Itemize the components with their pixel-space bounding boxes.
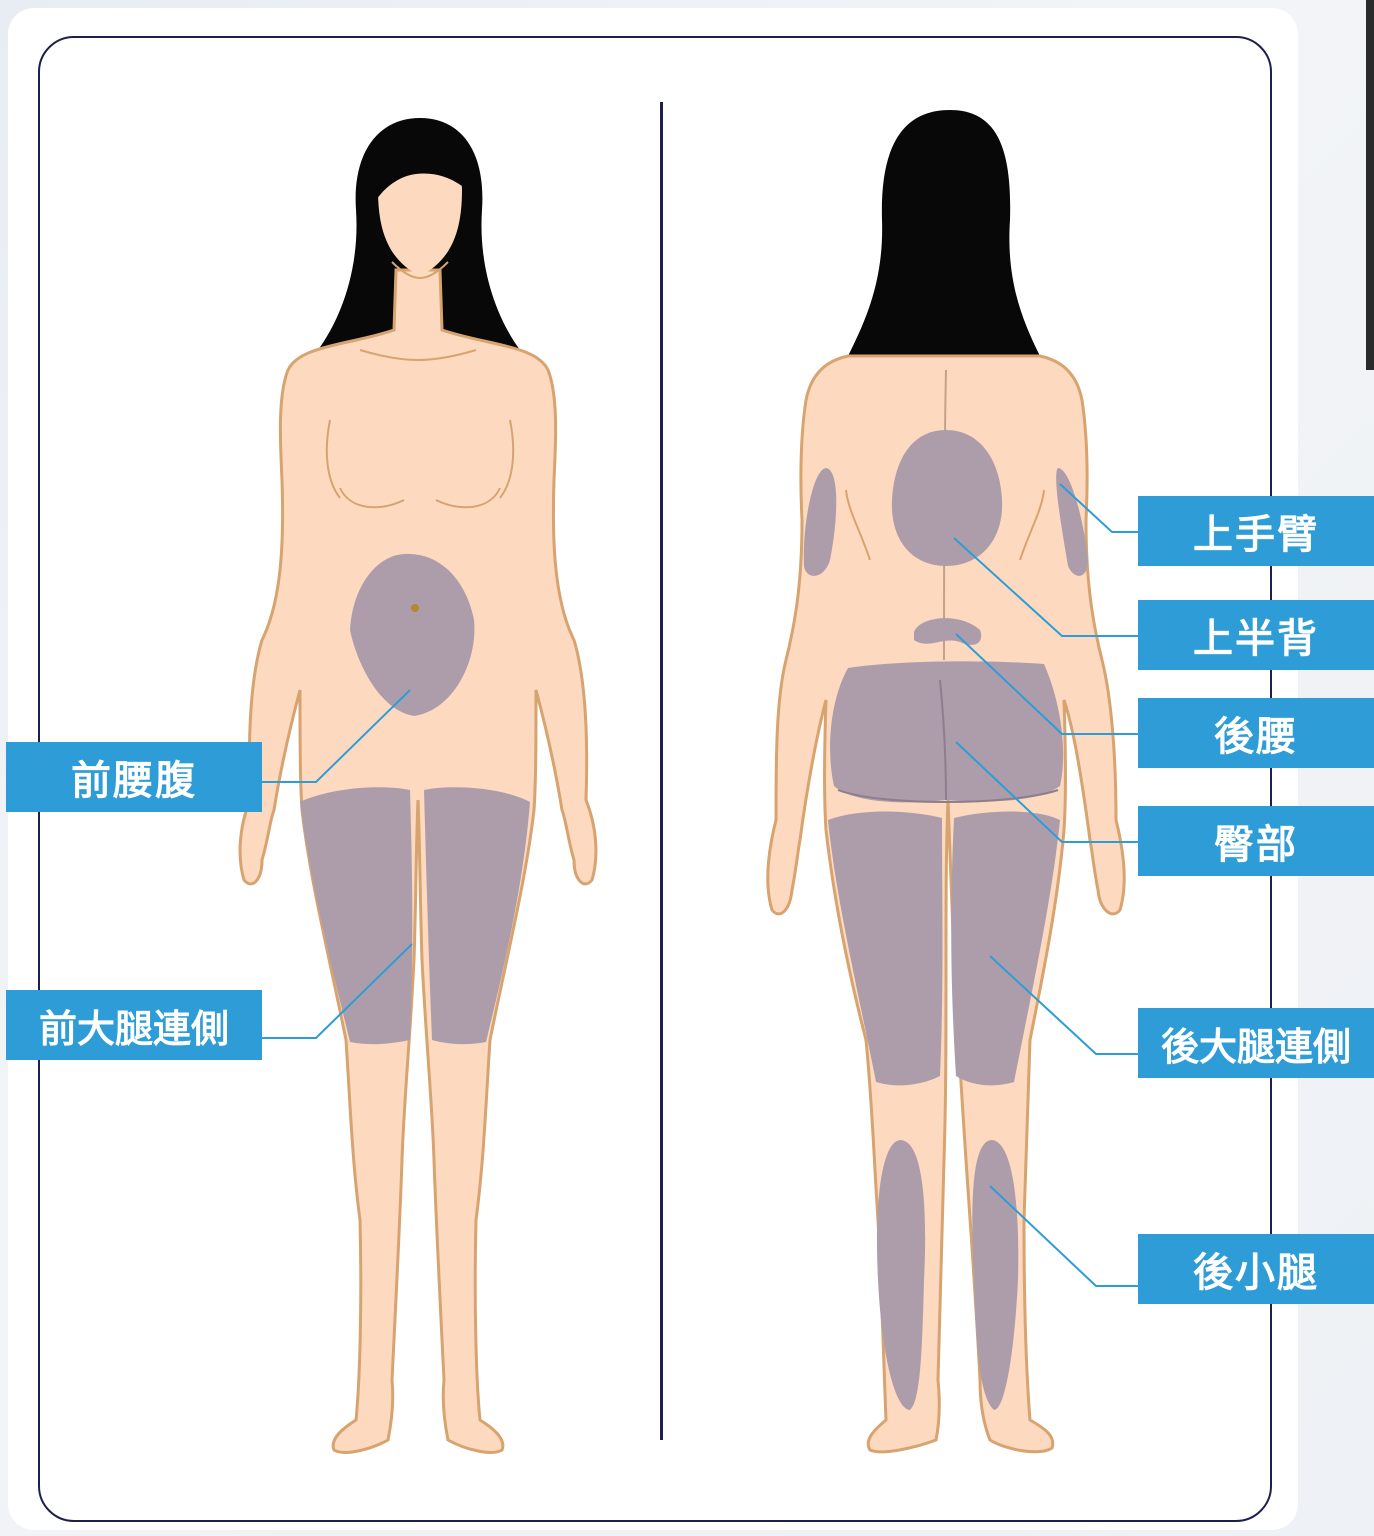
front-figure bbox=[240, 118, 596, 1452]
label-buttocks: 臀部 bbox=[1138, 806, 1374, 876]
label-upper-arm-text: 上手臂 bbox=[1193, 502, 1319, 560]
back-figure bbox=[768, 110, 1124, 1452]
label-front-thigh: 前大腿連側 bbox=[6, 990, 262, 1060]
label-back-thigh: 後大腿連側 bbox=[1138, 1008, 1374, 1078]
front-body bbox=[240, 270, 596, 1452]
label-calf: 後小腿 bbox=[1138, 1234, 1374, 1304]
label-upper-back-text: 上半背 bbox=[1193, 606, 1319, 664]
label-back-thigh-text: 後大腿連側 bbox=[1161, 1016, 1351, 1071]
label-front-abdomen: 前腰腹 bbox=[6, 742, 262, 812]
front-left-thigh-zone bbox=[300, 787, 412, 1044]
label-upper-arm: 上手臂 bbox=[1138, 496, 1374, 566]
label-lower-back-text: 後腰 bbox=[1214, 704, 1298, 762]
label-front-thigh-text: 前大腿連側 bbox=[39, 998, 229, 1053]
center-divider bbox=[660, 102, 663, 1440]
label-buttocks-text: 臀部 bbox=[1214, 812, 1298, 870]
label-calf-text: 後小腿 bbox=[1193, 1240, 1319, 1298]
label-lower-back: 後腰 bbox=[1138, 698, 1374, 768]
front-right-thigh-zone bbox=[424, 787, 530, 1044]
label-upper-back: 上半背 bbox=[1138, 600, 1374, 670]
label-front-abdomen-text: 前腰腹 bbox=[71, 748, 197, 806]
upper-back-zone bbox=[892, 430, 1002, 566]
navel bbox=[411, 604, 419, 612]
back-hair bbox=[848, 110, 1040, 356]
